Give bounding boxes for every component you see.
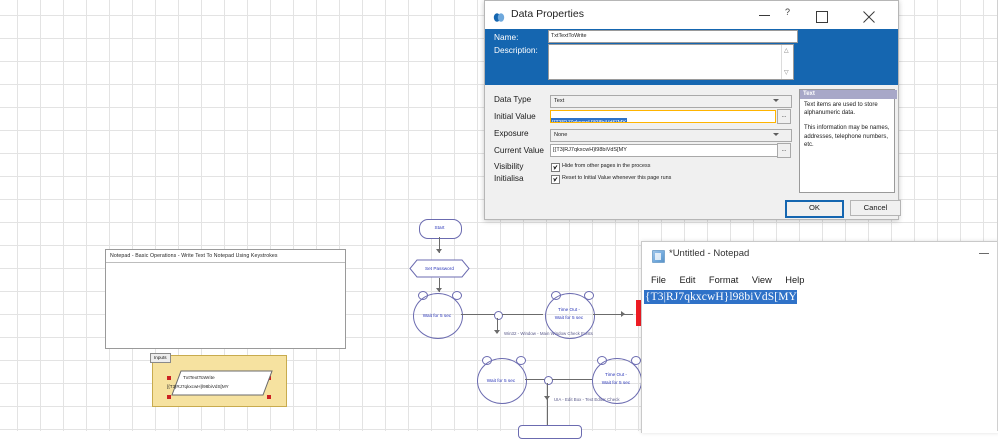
data-type-select[interactable]: Text [550,95,792,108]
close-button[interactable] [850,1,888,29]
help-paragraph-2: This information may be names, addresses… [804,124,890,149]
dialog-title-bar[interactable]: Data Properties ? [485,1,898,29]
hide-from-other-pages-checkbox[interactable] [551,163,560,172]
cancel-button[interactable]: Cancel [850,200,901,216]
help-glyph: ? [785,7,790,17]
parameter-name: TxtTextToWrite [183,376,215,381]
reset-to-initial-value-label: Reset to Initial Value whenever this pag… [562,175,671,181]
description-input[interactable]: △ ▽ [548,44,794,80]
notepad-icon [652,250,665,263]
panel-divider [106,262,345,263]
hide-from-other-pages-label: Hide from other pages in the process [562,163,650,169]
minimize-icon[interactable] [979,253,989,254]
data-item-icon [493,10,504,20]
connector-joint-timeouta [502,314,543,315]
minimize-button[interactable] [746,1,784,29]
parameter-shape[interactable] [171,370,271,395]
flow-node-set-password-label: Set Password [409,266,470,272]
flow-node-wait5-a-label: Wait for 5 sec [409,313,465,319]
arrow-start-setpassword [436,249,442,253]
flow-node-timeout-a-label-line1: Time Out - [541,307,597,313]
initial-value-label: Initial Value [494,112,536,121]
flow-node-start-label: Start [419,225,460,231]
dialog-title-text: Data Properties [511,8,584,20]
flow-joint-2[interactable] [544,376,553,385]
flow-node-timeout-b-label-line1: Time Out - [588,372,644,378]
close-icon [863,10,875,22]
chevron-up-icon[interactable]: △ [784,48,789,54]
connector-wait5a-joint [461,314,498,315]
arrow-setpassword-wait [436,288,442,292]
flow-node-wait5-b-label: Wait for 5 sec [473,378,529,384]
notepad-selected-text[interactable]: {T3|RJ7qkxcwH}l98biVdS[MY [644,290,797,304]
connector-joint2-timeoutb [552,379,592,380]
inputs-tag-label: Inputs [150,353,171,363]
notepad-title-text: *Untitled - Notepad [669,248,749,259]
exposure-label: Exposure [494,129,529,138]
name-label: Name: [494,32,518,42]
flow-joint-1[interactable] [494,311,503,320]
notepad-menu-bar[interactable]: File Edit Format View Help [642,270,998,285]
initial-value-text: [{T3|RJ7qkxcwH}l98biVdS[MY [551,118,627,123]
data-properties-dialog[interactable]: Data Properties ? Name: TxtTextToWrite D… [484,0,899,220]
exposure-select[interactable]: None [550,129,792,142]
description-scrollbar[interactable]: △ ▽ [781,45,793,79]
current-value-input[interactable]: [{T3|RJ7qkxcwH}l98biVdS[MY [550,144,780,157]
chevron-down-icon[interactable] [773,133,779,136]
reset-to-initial-value-checkbox[interactable] [551,175,560,184]
inputs-block[interactable]: TxtTextToWrite [{T3|RJ7qkxcwH}l98biVdS[M… [152,355,287,407]
process-title-panel: Notepad - Basic Operations - Write Text … [105,249,346,349]
help-icon[interactable]: ? [784,1,798,29]
description-label: Description: [494,45,538,55]
maximize-button[interactable] [803,1,841,29]
initial-value-browse-button[interactable]: ... [777,109,791,124]
process-title: Notepad - Basic Operations - Write Text … [110,253,278,259]
dialog-body: Data Type Text Initial Value [{T3|RJ7qkx… [485,85,898,195]
chevron-down-icon[interactable] [773,99,779,102]
help-paragraph-1: Text items are used to store alphanumeri… [804,101,890,117]
flow-node-timeout-b-label-line2: Wait for 5 sec [588,380,644,386]
arrow-joint1-down [494,330,500,334]
name-input[interactable]: TxtTextToWrite [548,30,798,43]
chevron-down-icon[interactable]: ▽ [784,70,789,76]
notepad-title-bar[interactable]: *Untitled - Notepad [642,242,998,270]
current-value-label: Current Value [494,146,544,155]
flow-node-bottom-partial[interactable] [518,425,582,439]
arrow-joint2-down [544,396,550,400]
dialog-footer: OK Cancel [485,195,898,219]
initial-value-input[interactable]: [{T3|RJ7qkxcwH}l98biVdS[MY [550,110,776,123]
initialise-label: Initialisa [494,174,524,183]
parameter-value: [{T3|RJ7qkxcwH}l98biVdS[MY [167,384,229,389]
help-panel: Text Text items are used to store alphan… [799,89,895,193]
notepad-window[interactable]: *Untitled - Notepad File Edit Format Vie… [641,241,998,433]
arrow-timeouta-error [621,311,625,317]
visibility-label: Visibility [494,162,523,171]
data-type-label: Data Type [494,95,531,104]
notepad-text-area[interactable]: {T3|RJ7qkxcwH}l98biVdS[MY [642,285,998,433]
flow-node-timeout-a-label-line2: Wait for 5 sec [541,315,597,321]
current-value-browse-button[interactable]: ... [777,143,791,158]
ok-button[interactable]: OK [785,200,844,218]
connector-timeouta-error [593,314,633,315]
help-panel-heading: Text [800,90,897,99]
help-panel-body: Text items are used to store alphanumeri… [804,101,890,156]
connector-joint2-down [547,383,548,431]
